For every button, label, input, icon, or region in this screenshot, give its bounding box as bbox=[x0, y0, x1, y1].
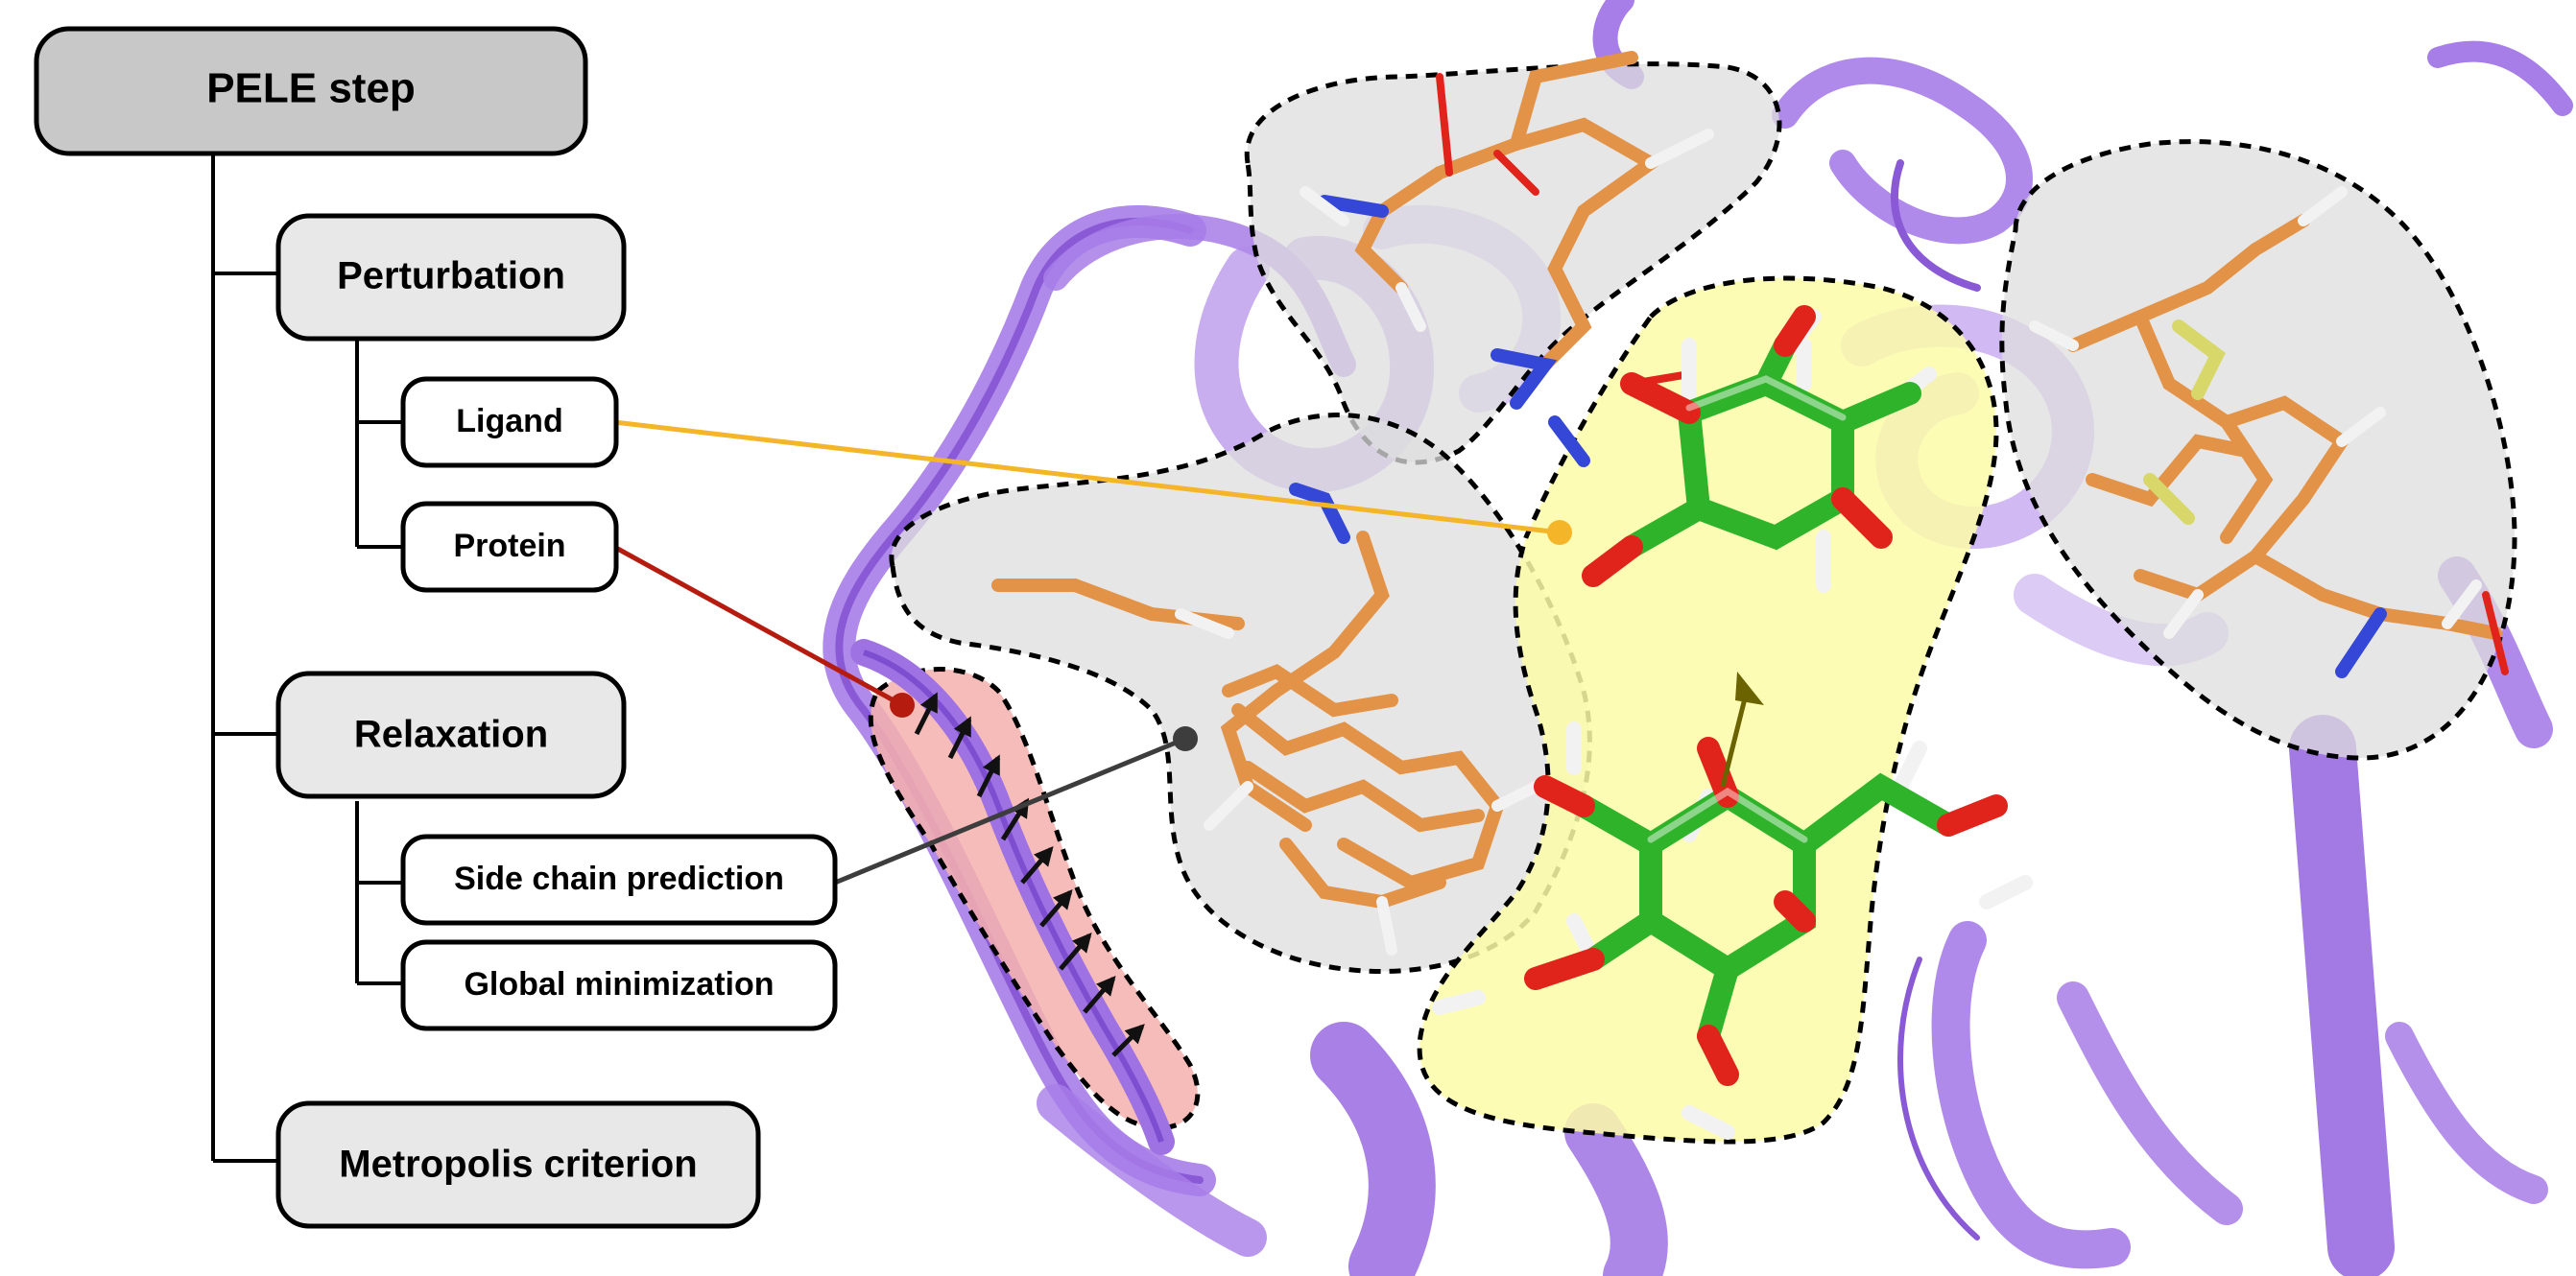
ligand-callout-line bbox=[613, 419, 1561, 535]
node-root-label: PELE step bbox=[206, 65, 416, 112]
node-global-min: Global minimization bbox=[400, 939, 838, 1031]
node-root: PELE step bbox=[34, 26, 588, 156]
ligand-callout-dot bbox=[1547, 520, 1572, 545]
node-global-min-label: Global minimization bbox=[464, 966, 774, 1003]
tree-connectors bbox=[211, 154, 403, 1163]
node-ligand: Ligand bbox=[400, 376, 619, 468]
node-ligand-label: Ligand bbox=[456, 403, 562, 439]
side-chain-sticks-icon bbox=[991, 51, 2509, 956]
node-metropolis-label: Metropolis criterion bbox=[339, 1144, 697, 1186]
sidechain-callout-line bbox=[834, 736, 1186, 886]
node-perturbation-label: Perturbation bbox=[337, 255, 565, 297]
sugar-ligand-icon bbox=[1432, 305, 2033, 1140]
node-metropolis: Metropolis criterion bbox=[275, 1100, 761, 1229]
protein-callout-dot bbox=[890, 693, 915, 718]
node-protein-label: Protein bbox=[453, 528, 565, 564]
node-side-chain-label: Side chain prediction bbox=[454, 861, 784, 897]
protein-callout-line bbox=[612, 544, 904, 708]
side-chain-region-right bbox=[1999, 139, 2517, 761]
sidechain-callout-dot bbox=[1173, 726, 1198, 751]
callout-lines bbox=[612, 419, 1572, 886]
node-relaxation: Relaxation bbox=[275, 671, 627, 799]
node-perturbation: Perturbation bbox=[275, 213, 627, 342]
molecular-illustration bbox=[823, 0, 2573, 1276]
motion-arrow-icon bbox=[1720, 672, 1764, 788]
perturbed-backbone bbox=[850, 639, 1175, 1155]
node-protein: Protein bbox=[400, 501, 619, 593]
node-side-chain: Side chain prediction bbox=[400, 834, 838, 926]
node-relaxation-label: Relaxation bbox=[354, 714, 548, 756]
